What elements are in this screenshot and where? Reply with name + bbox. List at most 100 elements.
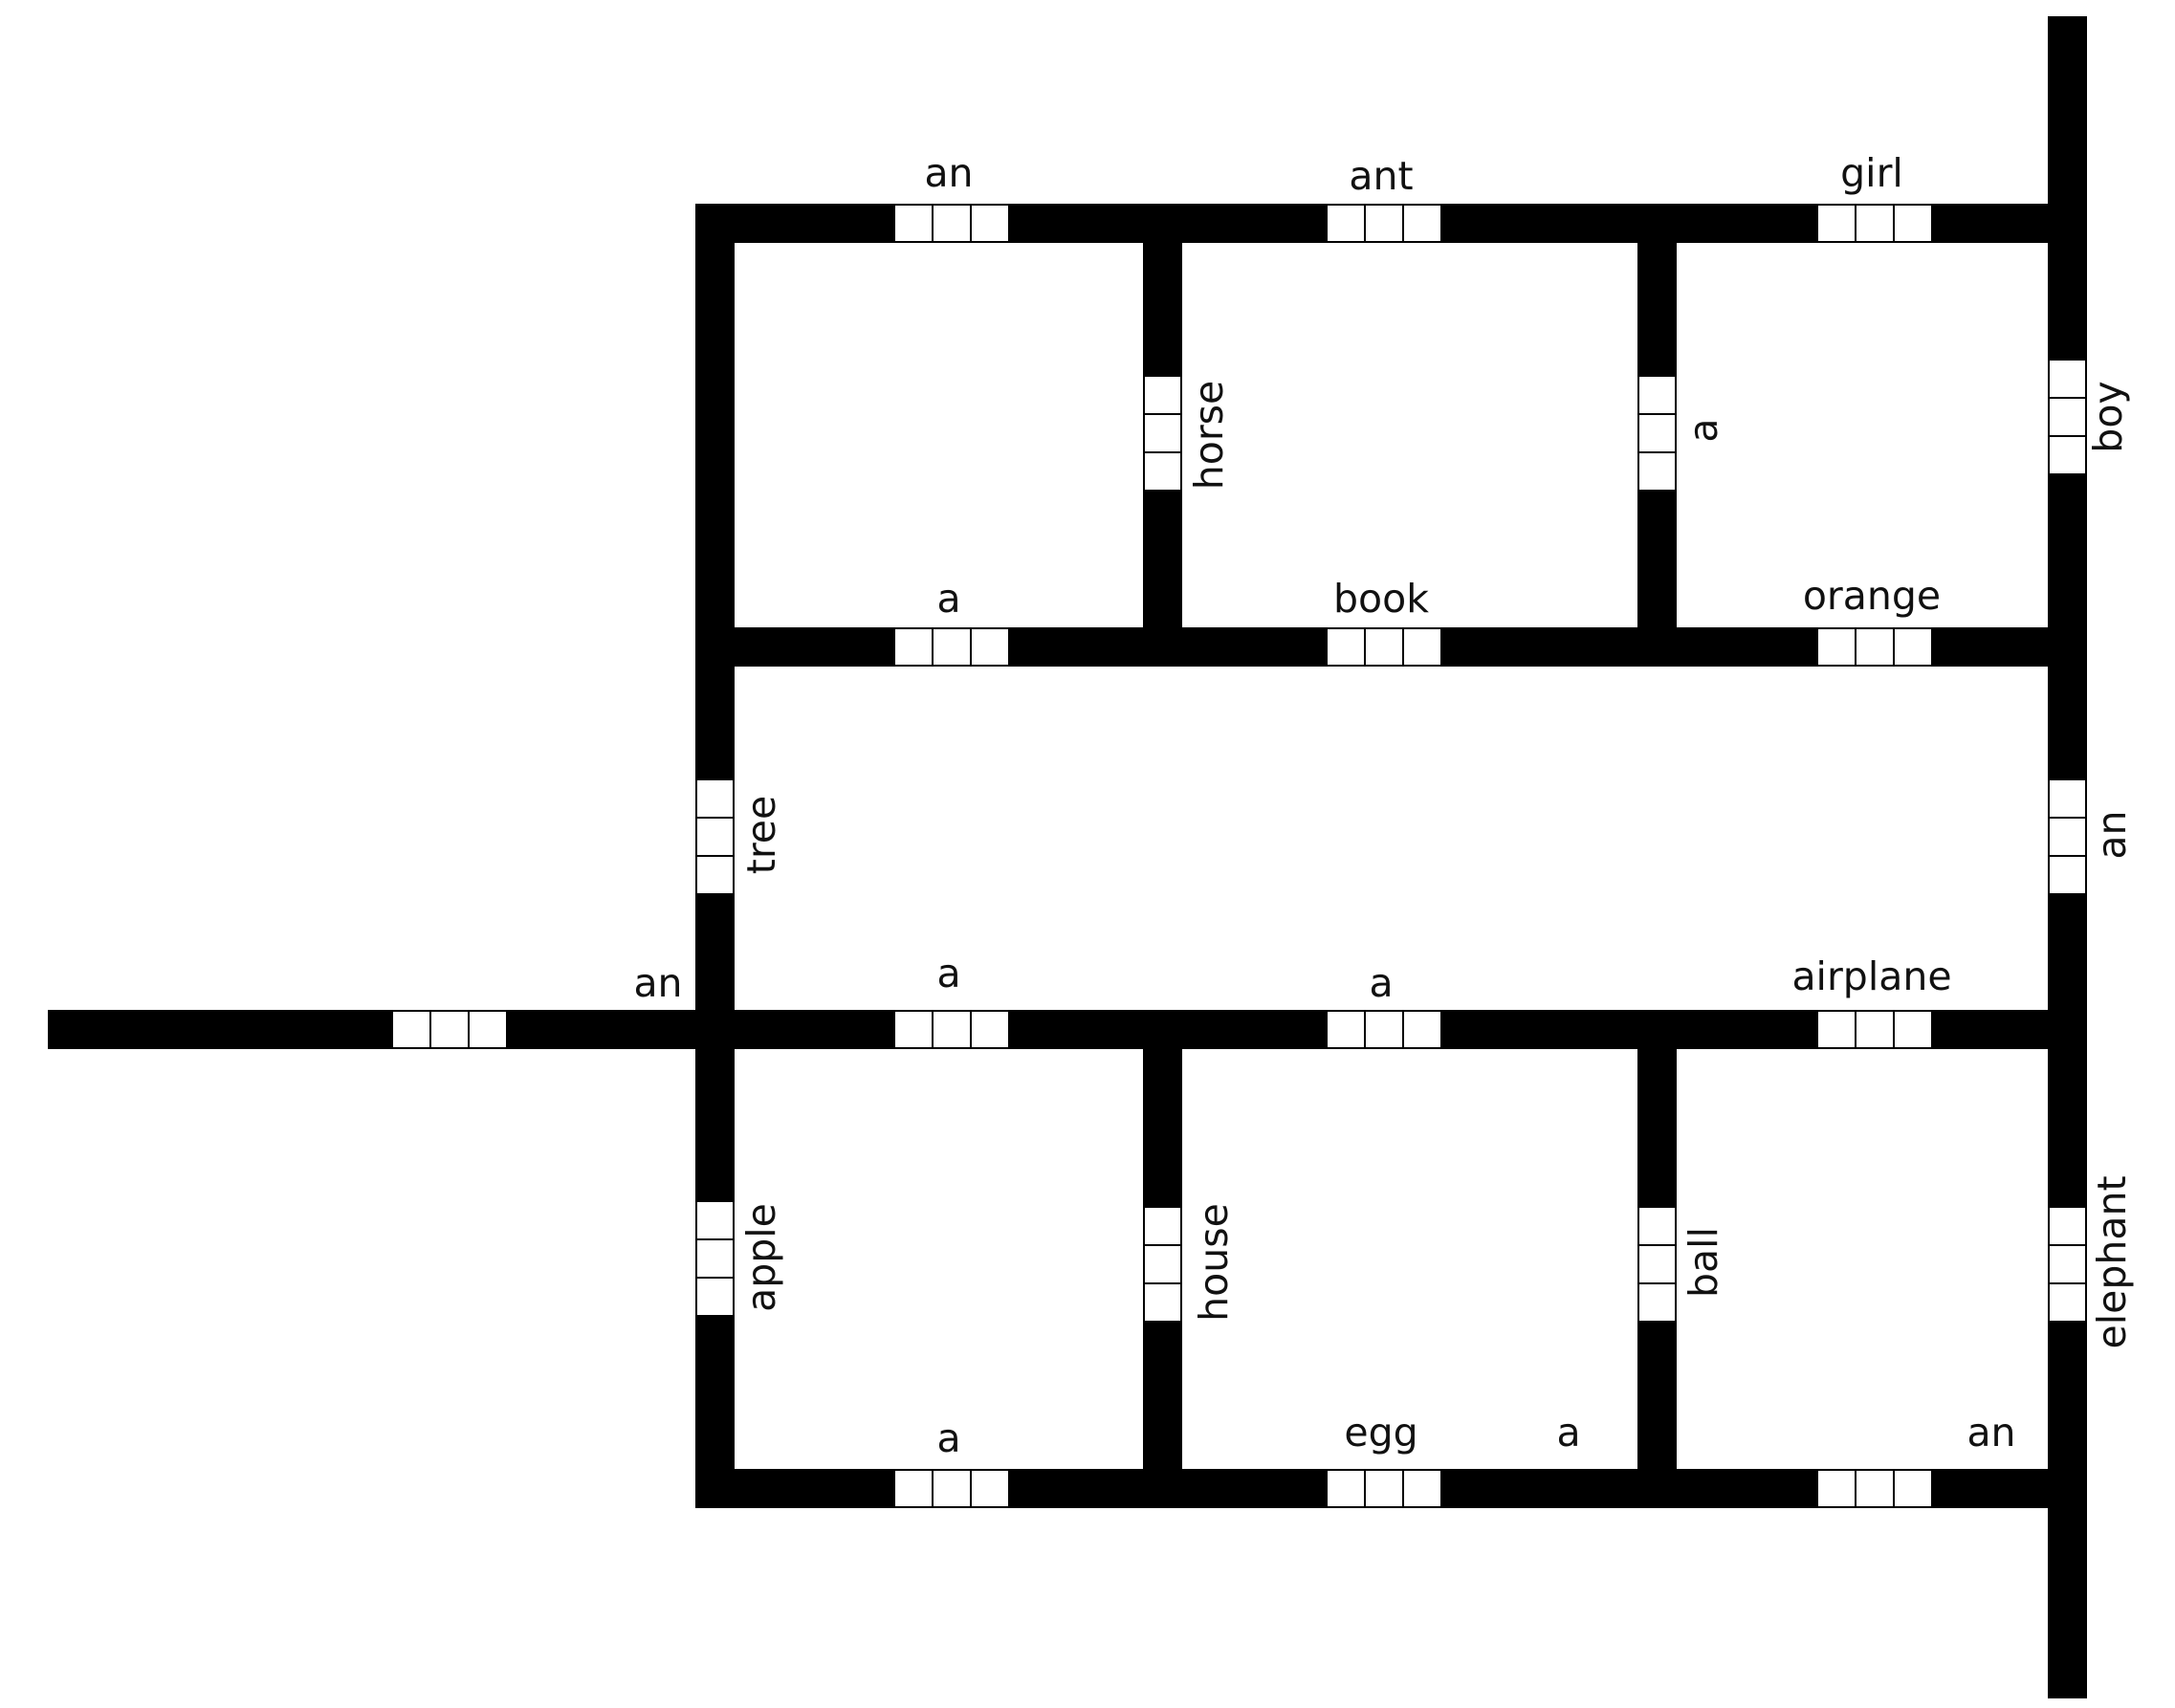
door-cell[interactable] [1326,627,1366,667]
door[interactable] [1816,1469,1933,1508]
label-v-house: house [1191,1203,1237,1322]
door-cell[interactable] [695,1277,735,1317]
label-right-an: an [2089,810,2135,859]
door-cell[interactable] [1143,1282,1182,1323]
door-cell[interactable] [1637,1244,1677,1284]
door-cell[interactable] [1364,627,1404,667]
door-cell[interactable] [2048,817,2087,857]
door[interactable] [695,1200,735,1317]
label-bottom-left: a [936,1415,960,1461]
door[interactable] [1143,1206,1182,1323]
door-cell[interactable] [2048,1282,2087,1323]
door-cell[interactable] [1326,1469,1366,1508]
door-cell[interactable] [1637,1206,1677,1246]
door-cell[interactable] [2048,359,2087,399]
door-cell[interactable] [429,1010,470,1049]
door-cell[interactable] [1402,1469,1442,1508]
maze-labels: an ant girl a book orange an a a airplan… [633,150,2135,1461]
door-cell[interactable] [970,204,1010,243]
door-cell[interactable] [2048,855,2087,895]
door[interactable] [2048,778,2087,895]
door-cell[interactable] [1816,1469,1856,1508]
door-cell[interactable] [1326,204,1366,243]
door[interactable] [2048,1206,2087,1323]
door[interactable] [1326,204,1442,243]
door[interactable] [893,1469,1010,1508]
door-cell[interactable] [695,855,735,895]
door-cell[interactable] [932,627,972,667]
door-cell[interactable] [893,627,934,667]
door-cell[interactable] [2048,778,2087,819]
door-cell[interactable] [893,204,934,243]
door-cell[interactable] [893,1010,934,1049]
door-cell[interactable] [970,1010,1010,1049]
door[interactable] [1637,375,1677,492]
door[interactable] [1816,1010,1933,1049]
door-cell[interactable] [2048,1206,2087,1246]
door-cell[interactable] [1893,1010,1933,1049]
door-cell[interactable] [1402,204,1442,243]
door-cell[interactable] [932,1010,972,1049]
door[interactable] [1816,627,1933,667]
door-cell[interactable] [1364,1010,1404,1049]
door-cell[interactable] [932,1469,972,1508]
label-v-horse: horse [1186,381,1232,491]
door-cell[interactable] [695,1200,735,1240]
door-cell[interactable] [1402,1010,1442,1049]
door[interactable] [1816,204,1933,243]
door[interactable] [1326,1469,1442,1508]
door-cell[interactable] [1816,204,1856,243]
door-cell[interactable] [1637,1282,1677,1323]
door[interactable] [893,627,1010,667]
door[interactable] [2048,359,2087,475]
door-cell[interactable] [2048,1244,2087,1284]
door-cell[interactable] [1855,1469,1895,1508]
door-cell[interactable] [970,627,1010,667]
door-cell[interactable] [932,204,972,243]
door-cell[interactable] [468,1010,508,1049]
door-cell[interactable] [1143,375,1182,415]
door-cell[interactable] [2048,435,2087,475]
maze-doors [391,204,2087,1508]
door-cell[interactable] [1326,1010,1366,1049]
label-row3-mid: a [1369,960,1393,1006]
door-cell[interactable] [391,1010,431,1049]
door-cell[interactable] [1855,1010,1895,1049]
door-cell[interactable] [893,1469,934,1508]
door-cell[interactable] [1855,627,1895,667]
door-cell[interactable] [1637,375,1677,415]
door[interactable] [893,204,1010,243]
door-cell[interactable] [1143,1244,1182,1284]
door-cell[interactable] [695,778,735,819]
label-right-elephant: elephant [2089,1175,2135,1348]
door-cell[interactable] [1143,413,1182,453]
door-cell[interactable] [1893,1469,1933,1508]
door-cell[interactable] [1143,1206,1182,1246]
door[interactable] [1326,1010,1442,1049]
door-cell[interactable] [1402,627,1442,667]
label-v-ball: ball [1681,1227,1726,1298]
door[interactable] [1637,1206,1677,1323]
wall-row3 [48,1010,2087,1049]
door-cell[interactable] [1816,1010,1856,1049]
label-row3-left: a [936,951,960,996]
door-cell[interactable] [1893,204,1933,243]
door-cell[interactable] [1364,1469,1404,1508]
door-cell[interactable] [695,817,735,857]
door-cell[interactable] [1637,451,1677,492]
door-cell[interactable] [1816,627,1856,667]
door[interactable] [1326,627,1442,667]
door-cell[interactable] [1637,413,1677,453]
door-cell[interactable] [1855,204,1895,243]
door-cell[interactable] [2048,397,2087,437]
door[interactable] [391,1010,508,1049]
door[interactable] [893,1010,1010,1049]
label-entrance: an [633,960,682,1006]
door-cell[interactable] [695,1238,735,1279]
door-cell[interactable] [1893,627,1933,667]
door-cell[interactable] [1143,451,1182,492]
door-cell[interactable] [970,1469,1010,1508]
door[interactable] [1143,375,1182,492]
door-cell[interactable] [1364,204,1404,243]
door[interactable] [695,778,735,895]
